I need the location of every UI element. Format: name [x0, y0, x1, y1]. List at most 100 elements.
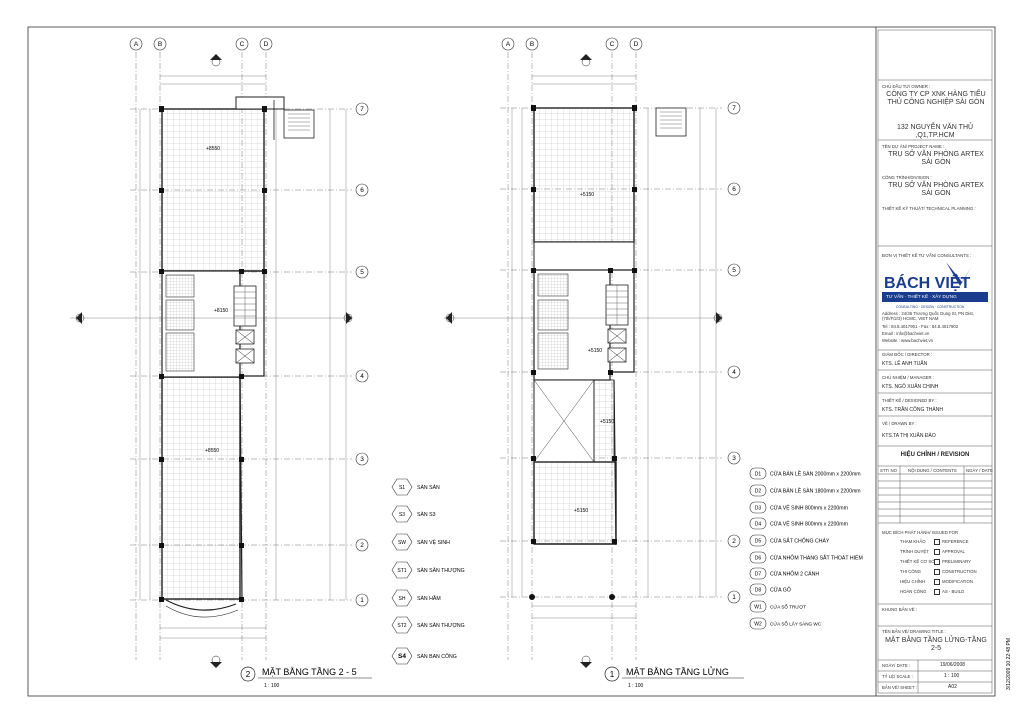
drawn-label: VẼ / DRAWN BY :: [882, 421, 917, 426]
issued-item-en: MODIFICATION: [942, 579, 973, 584]
door-desc: CỬA BẢN LỀ SÀN 2000mm x 2200mm: [770, 471, 861, 478]
plan-left-grid-bubbles-cols: A B C D: [129, 37, 273, 51]
issued-checkbox[interactable]: [934, 579, 940, 585]
consultant-email: Email : info@bachviet.vn: [882, 331, 930, 336]
sheet-value: A02: [948, 684, 957, 690]
window-desc: CỬA SỔ LẤY SÁNG WC: [770, 621, 822, 627]
grid-label: 4: [360, 373, 364, 380]
grid-label: 3: [732, 455, 736, 462]
issued-item-vi: TRÌNH DUYỆT: [900, 549, 929, 554]
grid-bubble: A: [501, 37, 515, 51]
plot-timestamp: 3/12/2009 10:22:48 PM: [1006, 638, 1012, 690]
grid-label: 5: [360, 269, 364, 276]
level-mark: +5150: [580, 192, 594, 198]
floor-desc: SÀN SÂN: [417, 484, 440, 491]
logo-tagline: TƯ VẤN · THIẾT KẾ · XÂY DỰNG: [886, 293, 957, 299]
door-desc: CỬA GỖ: [770, 587, 791, 594]
consultant-address: Address : 24/36 Trương Quốc Dung St, PN …: [882, 311, 974, 321]
project-label: TÊN DỰ ÁN/ PROJECT NAME :: [882, 144, 945, 149]
level-mark: +8150: [214, 308, 228, 314]
grid-bubble: 3: [355, 452, 369, 466]
svg-text:1: 1: [610, 670, 615, 679]
floor-tag: S3: [399, 512, 405, 518]
project-name: TRỤ SỞ VĂN PHÒNG ARTEX SÀI GÒN: [888, 151, 984, 166]
level-mark: +5150: [574, 508, 588, 514]
grid-bubble: 2: [355, 538, 369, 552]
designer-name: KTS. TRẦN CÔNG THÀNH: [882, 407, 943, 413]
grid-label: 7: [360, 106, 364, 113]
owner-name: CÔNG TY CP XNK HÀNG TIỂU THỦ CÔNG NGHIỆP…: [886, 91, 986, 106]
level-mark: +8550: [206, 146, 220, 152]
level-mark: +5150: [588, 348, 602, 354]
grid-bubble: 6: [355, 183, 369, 197]
issued-checkbox[interactable]: [934, 559, 940, 565]
door-tag: D8: [755, 588, 762, 594]
issued-item-en: APPROVAL: [942, 549, 965, 554]
grid-bubble: 6: [727, 182, 741, 196]
issued-item-en: AS - BUILD: [942, 589, 965, 594]
plan-mezzanine: +5150 +5150 +5150 +5150: [444, 52, 723, 668]
grid-label: 2: [360, 542, 364, 549]
window-desc: CỬA SỔ TRƯỢT: [770, 604, 806, 610]
grid-bubble: 1: [355, 593, 369, 607]
door-desc: CỬA VỆ SINH 800mm x 2200mm: [770, 504, 848, 512]
issued-checkbox[interactable]: [934, 569, 940, 575]
grid-label: 6: [360, 187, 364, 194]
grid-bubble: 4: [355, 369, 369, 383]
grid-label: 1: [360, 597, 364, 604]
plan-right-title-text: MẶT BẰNG TẦNG LỬNG: [626, 666, 729, 677]
floor-tag: ST2: [397, 623, 406, 629]
manager-label: CHỦ NHIỆM / MANAGER :: [882, 375, 935, 380]
issued-checkbox[interactable]: [934, 549, 940, 555]
window-tag: W2: [754, 622, 762, 628]
drawing-title-label: TÊN BẢN VẼ/ DRAWING TITLE :: [882, 629, 946, 634]
plan-left-title-text: MẶT BẰNG TẦNG 2 - 5: [262, 667, 357, 677]
date-label: NGÀY/ DATE :: [882, 663, 911, 668]
door-tag: D7: [755, 572, 762, 578]
floor-desc: SÀN HẦM: [417, 595, 441, 602]
door-tag: D1: [755, 472, 762, 478]
grid-label: B: [158, 41, 162, 48]
floor-legend-item: S3 SÀN S3: [391, 505, 436, 523]
issued-item-en: PRELIMINARY: [942, 559, 972, 564]
floor-desc: SÀN S3: [417, 511, 436, 518]
bach-viet-logo: BÁCH VIỆT TƯ VẤN · THIẾT KẾ · XÂY DỰNG C…: [882, 262, 988, 309]
issued-for-label: MỤC ĐÍCH PHÁT HÀNH/ ISSUED FOR: [882, 530, 959, 535]
issued-checkbox[interactable]: [934, 539, 940, 545]
door-tag: D6: [755, 556, 762, 562]
planning-label: THIẾT KẾ KỸ THUẬT/ TECHNICAL PLANNING :: [882, 206, 976, 211]
issued-item-vi: THI CÔNG: [900, 569, 922, 574]
grid-label: 6: [732, 186, 736, 193]
grid-label: A: [506, 41, 511, 48]
revision-col-no: STT/ NO: [880, 468, 897, 473]
drawn-name: KTS.TA THỊ XUÂN ĐÀO: [882, 433, 936, 439]
revision-title: HIỆU CHỈNH / REVISION: [900, 452, 970, 458]
plan-right-title: 1 MẶT BẰNG TẦNG LỬNG 1 : 100: [604, 666, 744, 689]
door-legend-item: D8 CỬA GỖ: [749, 583, 791, 596]
floor-desc: SÀN BAN CÔNG: [417, 653, 457, 660]
door-desc: CỬA VỆ SINH 800mm x 2200mm: [770, 520, 848, 528]
grid-label: A: [134, 41, 139, 48]
grid-bubble: C: [605, 37, 619, 51]
door-tag: D3: [755, 506, 762, 512]
grid-label: 1: [732, 594, 736, 601]
grid-label: 2: [732, 538, 736, 545]
grid-label: C: [240, 41, 245, 48]
grid-bubble: 5: [727, 263, 741, 277]
grid-bubble: D: [259, 37, 273, 51]
director-name: KTS. LÊ ANH TUẤN: [882, 361, 928, 367]
issued-checkbox[interactable]: [934, 589, 940, 595]
